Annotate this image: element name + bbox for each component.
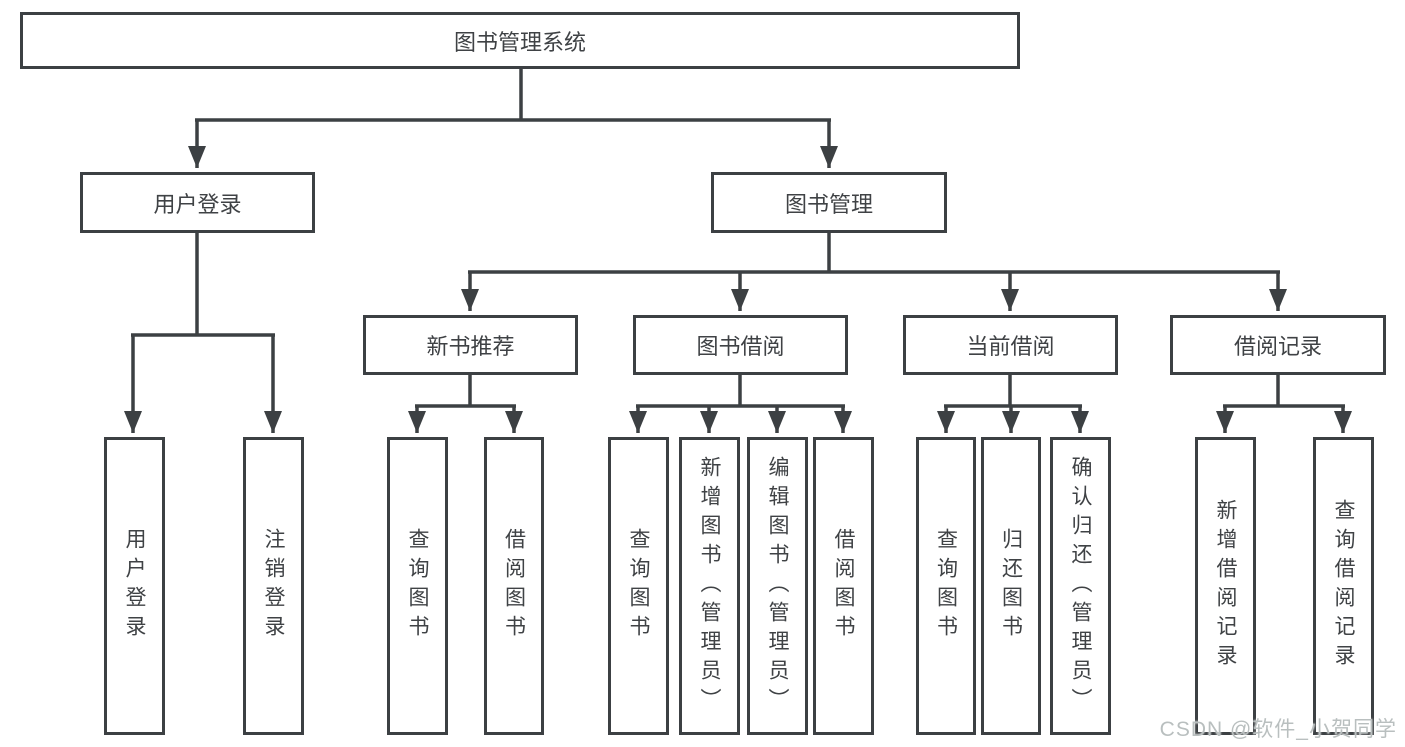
leaf-nbr-borrow-books: 借阅图书 <box>484 437 544 735</box>
leaf-cb-query-books: 查询图书 <box>916 437 976 735</box>
leaf-nbr-query-books: 查询图书 <box>387 437 448 735</box>
node-current-borrowing: 当前借阅 <box>903 315 1118 375</box>
leaf-cb-return-books: 归还图书 <box>981 437 1041 735</box>
node-user-login: 用户登录 <box>80 172 315 233</box>
node-new-book-recommendation: 新书推荐 <box>363 315 578 375</box>
leaf-user-login: 用户登录 <box>104 437 165 735</box>
node-book-management: 图书管理 <box>711 172 947 233</box>
leaf-bb-add-books-admin: 新增图书（管理员） <box>679 437 740 735</box>
leaf-bb-query-books: 查询图书 <box>608 437 669 735</box>
leaf-cb-confirm-return-admin: 确认归还（管理员） <box>1050 437 1111 735</box>
csdn-watermark: CSDN @软件_小贺同学 <box>1159 718 1397 741</box>
node-book-borrowing: 图书借阅 <box>633 315 848 375</box>
leaf-bb-edit-books-admin: 编辑图书（管理员） <box>747 437 808 735</box>
leaf-logout: 注销登录 <box>243 437 304 735</box>
node-borrowing-records: 借阅记录 <box>1170 315 1386 375</box>
leaf-br-add-record: 新增借阅记录 <box>1195 437 1256 735</box>
node-library-system: 图书管理系统 <box>20 12 1020 69</box>
leaf-bb-borrow-books: 借阅图书 <box>813 437 874 735</box>
leaf-br-query-record: 查询借阅记录 <box>1313 437 1374 735</box>
